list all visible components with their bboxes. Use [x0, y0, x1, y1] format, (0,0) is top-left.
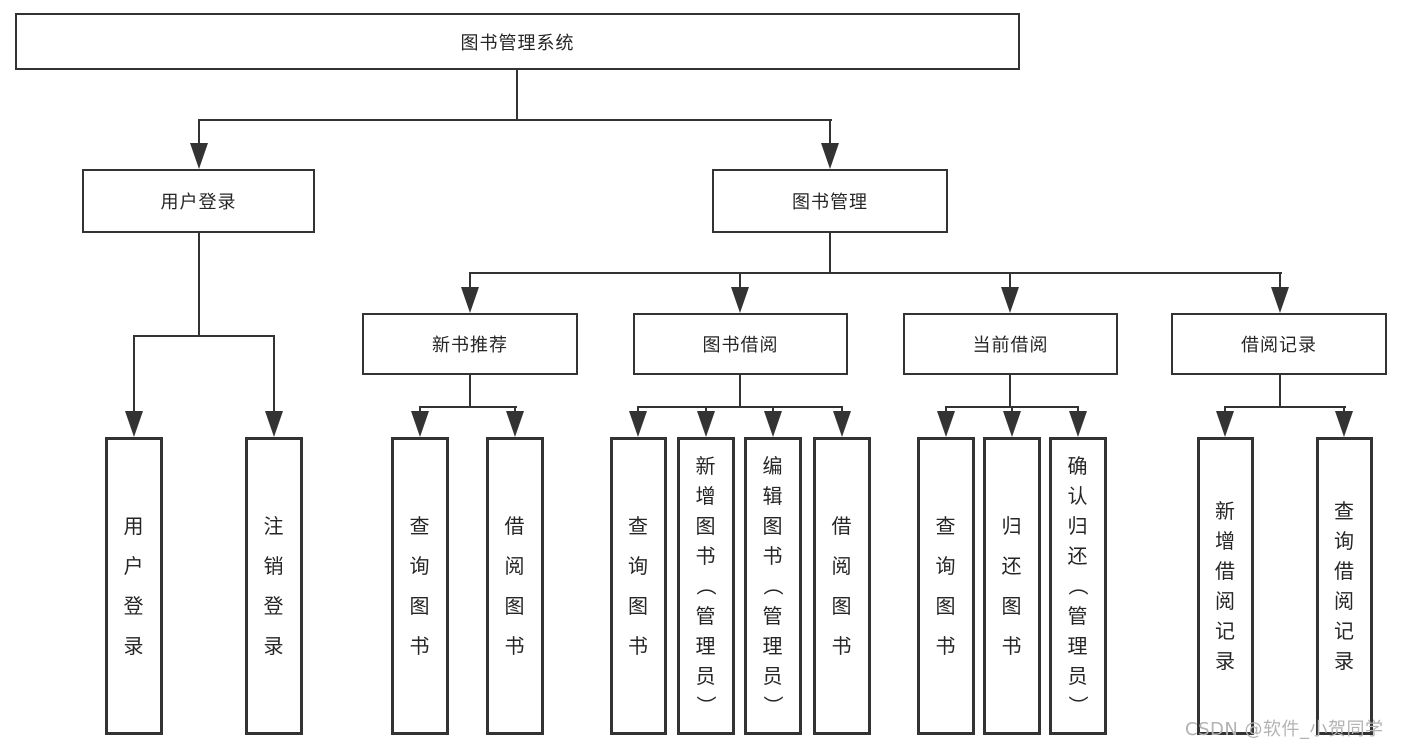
node-label: 新书推荐 [432, 335, 508, 356]
node-label: 图书管理 [792, 192, 868, 213]
csdn-watermark: CSDN @软件_小贺同学 [1185, 719, 1384, 740]
leaf-query-borrow-record: 查询借阅记录 [1316, 437, 1373, 735]
connector-arrow-down [265, 411, 283, 437]
connector-line [198, 233, 200, 337]
connector-line [739, 272, 741, 289]
connector-line [1009, 375, 1011, 407]
node-label: 图书借阅 [702, 335, 779, 356]
connector-line [198, 119, 832, 121]
node-label: 用户登录 [160, 192, 237, 213]
leaf-query-books: 查询图书 [610, 437, 667, 735]
connector-line [133, 335, 275, 337]
node-label: 当前借阅 [972, 335, 1049, 356]
connector-arrow-down [833, 411, 851, 437]
connector-line [516, 70, 518, 120]
connector-arrow-down [1271, 287, 1289, 313]
connector-arrow-down [1216, 411, 1234, 437]
connector-line [1224, 406, 1226, 413]
leaf-query-books: 查询图书 [391, 437, 449, 735]
leaf-borrow-books: 借阅图书 [813, 437, 871, 735]
leaf-label: 查询图书 [935, 514, 957, 658]
node-label: 借阅记录 [1241, 335, 1317, 356]
connector-line [514, 406, 516, 413]
leaf-label: 查询图书 [409, 514, 431, 658]
connector-arrow-down [697, 411, 715, 437]
leaf-label: 新增图书（管理员） [694, 454, 718, 717]
connector-line [1224, 406, 1346, 408]
node-user-login: 用户登录 [82, 169, 315, 233]
connector-arrow-down [190, 143, 208, 169]
connector-line [419, 406, 517, 408]
node-new-book-recommendation: 新书推荐 [362, 313, 578, 375]
connector-line [739, 375, 741, 407]
connector-arrow-down [411, 411, 429, 437]
connector-arrow-down [937, 411, 955, 437]
node-book-management: 图书管理 [712, 169, 948, 233]
connector-line [772, 406, 774, 413]
connector-arrow-down [461, 287, 479, 313]
leaf-add-borrow-record: 新增借阅记录 [1197, 437, 1254, 735]
connector-line [841, 406, 843, 413]
connector-line [637, 406, 843, 408]
connector-arrow-down [731, 287, 749, 313]
connector-arrow-down [506, 411, 524, 437]
node-library-management-system: 图书管理系统 [15, 13, 1020, 70]
leaf-label: 注销登录 [263, 514, 285, 658]
connector-line [705, 406, 707, 413]
connector-line [1009, 272, 1011, 289]
leaf-label: 借阅图书 [831, 514, 853, 658]
leaf-label: 编辑图书（管理员） [761, 454, 785, 717]
connector-arrow-down [125, 411, 143, 437]
leaf-borrow-books: 借阅图书 [486, 437, 544, 735]
leaf-label: 新增借阅记录 [1215, 499, 1236, 673]
leaf-query-books: 查询图书 [917, 437, 975, 735]
leaf-logout: 注销登录 [245, 437, 303, 735]
connector-line [419, 406, 421, 413]
leaf-label: 归还图书 [1001, 514, 1023, 658]
leaf-label: 查询借阅记录 [1334, 499, 1355, 673]
leaf-edit-books-admin: 编辑图书（管理员） [744, 437, 802, 735]
node-book-borrowing: 图书借阅 [633, 313, 848, 375]
connector-arrow-down [1003, 411, 1021, 437]
connector-arrow-down [1335, 411, 1353, 437]
connector-line [273, 335, 275, 413]
connector-line [1279, 375, 1281, 407]
leaf-confirm-return-admin: 确认归还（管理员） [1049, 437, 1107, 735]
node-current-borrowing: 当前借阅 [903, 313, 1118, 375]
connector-line [1011, 406, 1013, 413]
node-label: 图书管理系统 [460, 32, 575, 54]
connector-line [469, 375, 471, 407]
connector-line [469, 272, 1282, 274]
connector-line [637, 406, 639, 413]
connector-line [1343, 406, 1345, 413]
leaf-return-books: 归还图书 [983, 437, 1041, 735]
connector-arrow-down [821, 143, 839, 169]
connector-arrow-down [1069, 411, 1087, 437]
connector-line [829, 233, 831, 274]
connector-line [1077, 406, 1079, 413]
connector-line [1279, 272, 1281, 289]
connector-line [198, 119, 200, 149]
connector-line [469, 272, 471, 289]
leaf-user-login: 用户登录 [105, 437, 163, 735]
leaf-label: 确认归还（管理员） [1066, 454, 1090, 717]
node-borrowing-records: 借阅记录 [1171, 313, 1387, 375]
connector-arrow-down [764, 411, 782, 437]
connector-line [133, 335, 135, 413]
connector-line [829, 119, 831, 149]
leaf-add-books-admin: 新增图书（管理员） [677, 437, 735, 735]
connector-arrow-down [1001, 287, 1019, 313]
leaf-label: 借阅图书 [504, 514, 526, 658]
connector-line [945, 406, 947, 413]
leaf-label: 用户登录 [123, 514, 145, 658]
connector-arrow-down [629, 411, 647, 437]
leaf-label: 查询图书 [628, 514, 649, 658]
